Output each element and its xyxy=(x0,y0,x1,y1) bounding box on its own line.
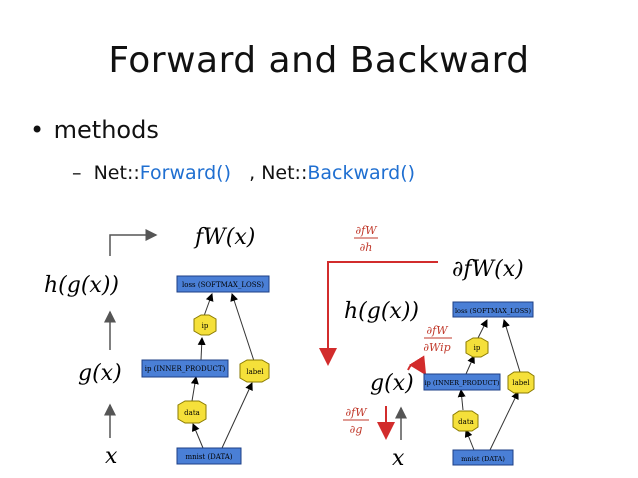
slide-title: Forward and Backward xyxy=(108,40,530,81)
sub-dash: – xyxy=(72,162,82,184)
label-blob-node-r xyxy=(507,371,535,394)
loss-layer-text-r: loss (SOFTMAX_LOSS) xyxy=(455,307,532,315)
mnist-layer-node-r xyxy=(452,449,514,466)
g-label-right: g(x) xyxy=(370,371,414,396)
label-blob-text-r: label xyxy=(512,379,530,387)
loss-layer-node xyxy=(176,275,270,293)
grad-w-num: ∂fW xyxy=(426,324,449,337)
fw-label-left: fW(x) xyxy=(193,225,255,250)
backward-method: Backward() xyxy=(307,162,416,184)
edge-label-loss-r xyxy=(502,319,521,373)
mnist-layer-node xyxy=(176,447,242,465)
backward-arrow-main xyxy=(319,261,438,366)
mnist-layer-text-r: mnist (DATA) xyxy=(461,455,505,463)
ip-layer-node-r xyxy=(423,373,501,391)
h-label-right: h(g(x)) xyxy=(344,299,419,324)
bullet-text: methods xyxy=(53,116,159,144)
loss-layer-node-r xyxy=(452,301,534,318)
backward-diagram: ∂fW ∂h ∂fW(x) h(g(x)) g(x) x ∂fW ∂Wip ∂f… xyxy=(319,224,535,471)
sub-bullet: – Net::Forward() , Net::Backward() xyxy=(72,162,415,184)
forward-method: Forward() xyxy=(139,162,231,184)
label-blob-text: label xyxy=(246,368,264,376)
grad-w-den: ∂Wip xyxy=(423,341,450,354)
net-prefix-1: Net:: xyxy=(93,162,140,184)
fw-label-right: ∂fW(x) xyxy=(452,257,524,282)
edge-mnist-data-r xyxy=(464,429,475,451)
forward-diagram: fW(x) h(g(x)) g(x) x loss (SOFTMAX_LOSS)… xyxy=(44,225,270,469)
ip-blob-text: ip xyxy=(202,322,209,330)
edge-ip-ipblob xyxy=(197,337,206,361)
edge-ipblob-loss xyxy=(203,293,214,317)
edge-label-loss xyxy=(230,293,255,362)
ip-layer-text-r: ip (INNER_PRODUCT) xyxy=(425,379,500,387)
h-label-left: h(g(x)) xyxy=(44,273,119,298)
ip-layer-node xyxy=(141,359,229,378)
arrow-h-to-f xyxy=(109,229,158,256)
data-blob-text-r: data xyxy=(458,418,474,426)
grad-g-den: ∂g xyxy=(350,423,363,436)
grad-h-num: ∂fW xyxy=(355,224,378,237)
x-label-left: x xyxy=(105,444,118,469)
edge-data-ip xyxy=(190,376,199,402)
net-prefix-2: Net:: xyxy=(261,162,308,184)
grad-w-arrow xyxy=(407,355,427,376)
edge-mnist-data xyxy=(192,423,204,449)
data-blob-node xyxy=(177,400,207,424)
loss-layer-text: loss (SOFTMAX_LOSS) xyxy=(182,281,264,289)
bullet-dot: • xyxy=(30,116,45,144)
data-blob-text: data xyxy=(184,409,200,417)
edge-ip-ipblob-r xyxy=(465,355,475,375)
edge-ipblob-loss-r xyxy=(477,319,488,339)
bullet-methods: • methods xyxy=(30,116,159,144)
edge-mnist-label-r xyxy=(489,391,519,451)
edge-data-ip-r xyxy=(457,389,466,411)
label-blob-node xyxy=(239,359,270,383)
grad-g-num: ∂fW xyxy=(345,406,368,419)
g-label-left: g(x) xyxy=(78,361,122,386)
ip-blob-node-r xyxy=(465,337,489,358)
ip-blob-text-r: ip xyxy=(474,344,481,352)
ip-blob-node xyxy=(193,314,217,336)
separator: , xyxy=(230,162,262,184)
mnist-layer-text: mnist (DATA) xyxy=(185,453,232,461)
data-blob-node-r xyxy=(452,410,479,432)
grad-h-den: ∂h xyxy=(360,241,373,254)
x-label-right: x xyxy=(392,446,405,471)
edge-mnist-label xyxy=(221,382,253,449)
ip-layer-text: ip (INNER_PRODUCT) xyxy=(145,365,226,373)
